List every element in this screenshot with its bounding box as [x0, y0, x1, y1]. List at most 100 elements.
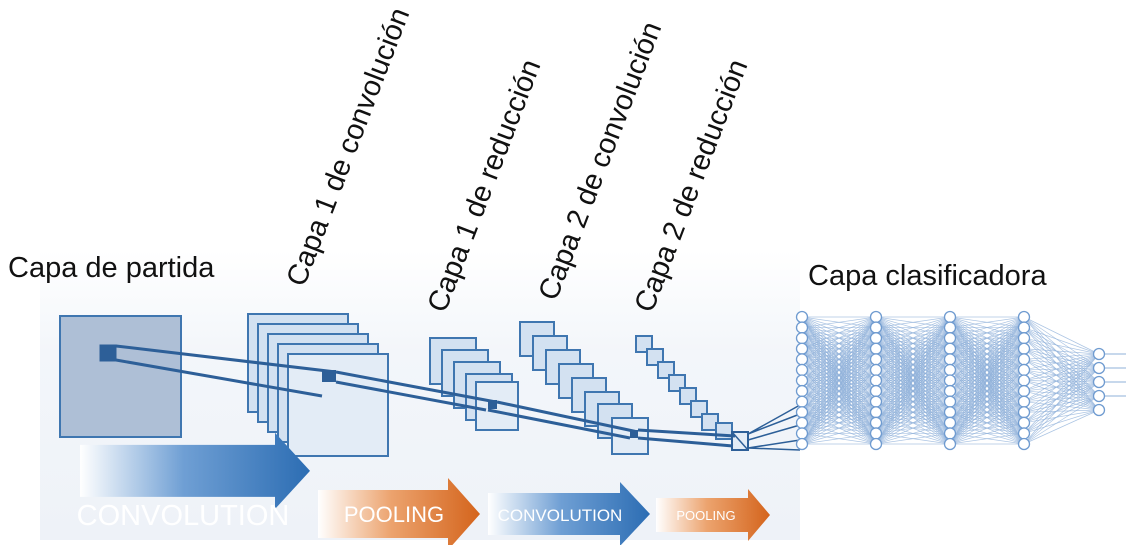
neuron [869, 374, 883, 387]
network-edge [1023, 353, 1100, 381]
neuron [1017, 321, 1031, 334]
connector-conv2-pool2 [637, 428, 736, 448]
network-edge [875, 327, 951, 445]
network-edge [801, 316, 877, 434]
network-edge [949, 316, 1025, 434]
network-edge [801, 359, 877, 445]
network-edge [1023, 367, 1100, 402]
network-edge [1023, 395, 1100, 434]
connector-pool2-classifier [747, 404, 801, 451]
network-edge [1023, 353, 1100, 360]
network-edge [875, 316, 951, 350]
network-edge [949, 327, 1025, 445]
network-edge [801, 316, 877, 413]
network-edge [1023, 381, 1100, 424]
network-edge [875, 316, 951, 339]
network-edge [1023, 381, 1100, 413]
network-edge [1023, 316, 1100, 369]
network-edge [1023, 353, 1100, 413]
neuron [869, 427, 883, 440]
network-edge [1023, 327, 1100, 383]
neuron [943, 321, 957, 334]
neuron [869, 406, 883, 419]
neuron [869, 416, 883, 429]
network-edge [1023, 381, 1100, 434]
label-input-layer: Capa de partida [8, 252, 215, 284]
neuron [795, 353, 809, 366]
neuron [1017, 342, 1031, 355]
network-edge [801, 337, 877, 445]
network-edge [949, 316, 1025, 339]
neuron [869, 353, 883, 366]
neuron [1017, 427, 1031, 440]
network-edge [801, 411, 877, 445]
network-edge [801, 380, 877, 445]
network-edge [801, 316, 877, 402]
network-edge [1023, 367, 1100, 371]
network-edge [1023, 348, 1100, 383]
network-edge [801, 316, 877, 339]
pool2-stack [635, 335, 749, 451]
neuron [943, 427, 957, 440]
neuron [943, 416, 957, 429]
network-edge [1023, 395, 1100, 424]
network-edge [875, 316, 951, 392]
neuron [869, 321, 883, 334]
network-edge [949, 337, 1025, 445]
network-edge [875, 316, 951, 445]
network-edge [875, 316, 951, 424]
network-edge [949, 390, 1025, 445]
network-edge [801, 316, 877, 360]
network-edge [875, 369, 951, 445]
network-edge [949, 316, 1025, 381]
network-edge [875, 316, 951, 434]
neuron [869, 310, 883, 324]
conv2-stack [519, 321, 649, 455]
network-edge [1023, 369, 1100, 383]
network-edge [801, 316, 877, 350]
neuron [943, 437, 957, 451]
label-classifier: Capa clasificadora [808, 260, 1047, 292]
neuron [1017, 310, 1031, 324]
network-edge [1023, 409, 1100, 413]
neuron [943, 374, 957, 387]
network-edge [1023, 316, 1100, 355]
network-edge [801, 316, 877, 445]
stage-arrows: CONVOLUTION POOLING CONVOLUTION POOLING [77, 432, 770, 545]
network-edge [801, 316, 877, 371]
network-edge [875, 390, 951, 445]
neuron [795, 395, 809, 408]
network-edge [1023, 353, 1100, 424]
neuron [795, 427, 809, 440]
input-map [59, 315, 182, 438]
network-edge [875, 433, 951, 445]
network-edge [801, 422, 877, 445]
network-edge [949, 316, 1025, 371]
neuron [943, 310, 957, 324]
network-edge [949, 433, 1025, 445]
network-edge [875, 316, 951, 328]
network-edge [1023, 348, 1100, 369]
network-edge [875, 316, 951, 381]
neuron [795, 416, 809, 429]
arrow-convolution-2 [488, 482, 650, 545]
connector-conv1-pool1 [335, 370, 497, 412]
network-edge [949, 411, 1025, 445]
network-edge [801, 390, 877, 445]
neuron [1017, 353, 1031, 366]
conv2-receptive-field [630, 430, 638, 438]
network-edge [875, 348, 951, 445]
network-edge [1023, 327, 1100, 369]
network-edge [801, 316, 877, 381]
neuron [943, 384, 957, 398]
neuron [795, 363, 809, 377]
neuron [1092, 389, 1106, 403]
network-edge [949, 401, 1025, 445]
neuron [1017, 384, 1031, 398]
network-edge [1023, 367, 1100, 424]
neuron [795, 321, 809, 334]
neuron [795, 406, 809, 419]
connector-input-conv1 [115, 344, 337, 398]
